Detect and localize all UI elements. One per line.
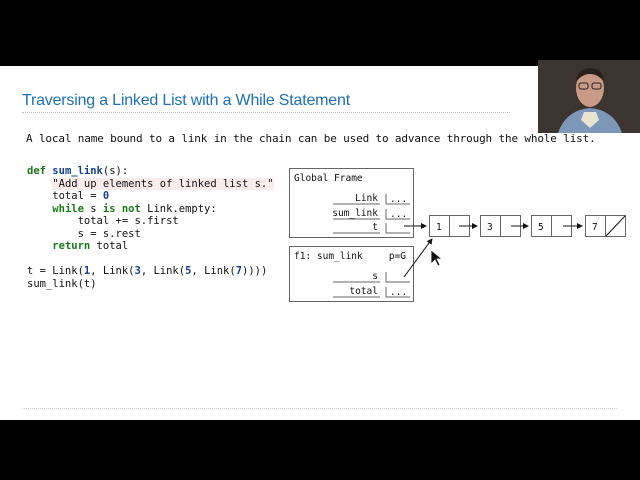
keyword: return bbox=[52, 240, 91, 252]
frame-title: Global Frame bbox=[294, 173, 363, 184]
code-line: total = 0 bbox=[27, 190, 274, 203]
code-text: , Link( bbox=[140, 265, 186, 277]
code-line: def sum_link(s): bbox=[27, 165, 274, 178]
code-text: (s): bbox=[102, 165, 129, 177]
code-text: , Link( bbox=[90, 265, 135, 277]
code-text: s bbox=[83, 202, 103, 215]
code-line: "Add up elements of linked list s." bbox=[27, 177, 274, 191]
link-first: 7 bbox=[592, 222, 598, 233]
frame-title: f1: sum_link bbox=[294, 251, 363, 262]
binding-name: sum_link bbox=[332, 208, 378, 219]
code-text: , Link( bbox=[191, 265, 236, 277]
keyword: is not bbox=[102, 202, 141, 215]
slide-title: Traversing a Linked List with a While St… bbox=[22, 92, 350, 109]
empty-slash bbox=[605, 215, 626, 237]
code-text: Link.empty: bbox=[140, 202, 217, 215]
slide: Traversing a Linked List with a While St… bbox=[0, 66, 640, 420]
local-frame: f1: sum_link p=G s total ... bbox=[289, 246, 414, 302]
number: 5 bbox=[185, 265, 192, 277]
title-divider bbox=[22, 112, 510, 113]
binding-name: total bbox=[349, 286, 378, 297]
code-text: total = bbox=[27, 190, 103, 202]
binding-name: t bbox=[372, 222, 378, 233]
number: 7 bbox=[235, 265, 243, 277]
number: 1 bbox=[83, 265, 91, 277]
function-name: sum_link bbox=[52, 165, 103, 177]
code-line: while s is not Link.empty: bbox=[27, 203, 274, 216]
binding-value: ... bbox=[390, 209, 407, 220]
mouse-cursor-icon bbox=[430, 249, 444, 267]
link-first: 3 bbox=[487, 222, 493, 233]
binding-value: ... bbox=[390, 287, 407, 298]
global-frame: Global Frame Link ... sum_link ... t bbox=[289, 168, 414, 238]
code-line: sum_link(t) bbox=[27, 277, 97, 290]
binding-name: Link bbox=[355, 193, 378, 204]
code-line: total += s.first bbox=[27, 215, 179, 227]
keyword: while bbox=[52, 202, 84, 215]
code-text: )))) bbox=[242, 265, 268, 277]
number: 0 bbox=[102, 190, 110, 202]
code-line: return total bbox=[27, 240, 274, 253]
code-block: def sum_link(s): "Add up elements of lin… bbox=[27, 165, 274, 290]
code-text: total bbox=[90, 240, 129, 252]
link-first: 5 bbox=[538, 222, 544, 233]
presenter-video bbox=[538, 60, 640, 133]
number: 3 bbox=[134, 265, 141, 277]
linked-list: 1 3 5 7 bbox=[403, 215, 626, 278]
slide-subtitle: A local name bound to a link in the chai… bbox=[26, 132, 596, 145]
keyword: def bbox=[27, 165, 46, 177]
environment-diagram: Global Frame Link ... sum_link ... t f1:… bbox=[289, 168, 626, 302]
code-line: s = s.rest bbox=[27, 227, 141, 240]
pointer-arrow bbox=[403, 238, 433, 278]
binding-name: s bbox=[372, 271, 378, 282]
link-first: 1 bbox=[436, 222, 442, 233]
code-line: t = Link(1, Link(3, Link(5, Link(7)))) bbox=[27, 265, 274, 278]
footer-divider bbox=[22, 408, 617, 409]
code-text: t = Link( bbox=[27, 265, 84, 277]
binding-value: ... bbox=[390, 194, 407, 205]
presenter-video-icon bbox=[538, 60, 640, 133]
docstring: "Add up elements of linked list s." bbox=[52, 177, 274, 190]
frame-parent: p=G bbox=[389, 251, 406, 262]
